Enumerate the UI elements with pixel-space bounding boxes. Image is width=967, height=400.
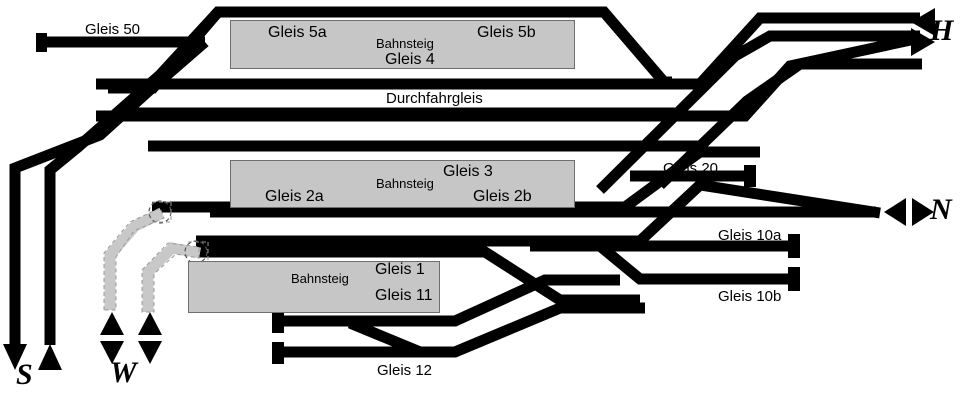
label-gleis-3: Gleis 3 bbox=[443, 163, 493, 180]
arrow-w-left bbox=[100, 312, 124, 364]
label-gleis-11: Gleis 11 bbox=[375, 287, 433, 304]
track-gleis-11-stub bbox=[272, 274, 620, 333]
platform-middle bbox=[230, 160, 575, 208]
arrow-n-left bbox=[884, 198, 906, 226]
label-gleis-5b: Gleis 5b bbox=[477, 24, 536, 41]
label-bahnsteig-top: Bahnsteig bbox=[376, 36, 434, 51]
platform-bottom bbox=[188, 261, 440, 313]
label-gleis-10a: Gleis 10a bbox=[718, 227, 782, 244]
label-direction-s: S bbox=[16, 358, 33, 391]
track-gleis-10a bbox=[530, 234, 800, 258]
label-gleis-4: Gleis 4 bbox=[385, 51, 435, 68]
track-right-rising-a bbox=[596, 30, 920, 194]
arrow-w-right bbox=[138, 312, 162, 364]
track-gleis-10b bbox=[596, 241, 800, 291]
arrow-s-down bbox=[3, 344, 27, 370]
label-bahnsteig-bottom: Bahnsteig bbox=[291, 271, 349, 286]
label-gleis-5a: Gleis 5a bbox=[268, 24, 327, 41]
track-gleis-1-11 bbox=[196, 246, 640, 306]
track-gleis-12 bbox=[272, 302, 645, 364]
arrow-s-up bbox=[38, 344, 62, 370]
track-through-lower bbox=[115, 107, 700, 152]
label-gleis-2a: Gleis 2a bbox=[265, 188, 324, 205]
label-gleis-50: Gleis 50 bbox=[85, 21, 141, 38]
label-gleis-20: Gleis 20 bbox=[663, 160, 719, 177]
track-right-rising-b bbox=[656, 58, 922, 189]
track-gleis-50 bbox=[36, 33, 205, 52]
platform-top bbox=[230, 20, 575, 69]
label-direction-w: W bbox=[110, 356, 137, 389]
track-gleis-12-crossover bbox=[347, 317, 423, 358]
label-gleis-1: Gleis 1 bbox=[375, 261, 425, 278]
arrow-h-upper bbox=[911, 8, 935, 36]
arrow-h-lower bbox=[911, 28, 935, 56]
label-durchfahrgleis: Durchfahrgleis bbox=[386, 90, 483, 107]
track-left-diagonal-inner bbox=[44, 8, 223, 345]
label-direction-n: N bbox=[930, 193, 952, 226]
label-bahnsteig-middle: Bahnsteig bbox=[376, 176, 434, 191]
label-gleis-10b: Gleis 10b bbox=[718, 288, 782, 305]
ghost-track-left bbox=[103, 200, 172, 311]
label-gleis-12: Gleis 12 bbox=[377, 362, 433, 379]
label-gleis-2b: Gleis 2b bbox=[473, 188, 532, 205]
track-gleis-20 bbox=[630, 165, 756, 187]
arrow-n-right bbox=[912, 198, 934, 226]
label-direction-h: H bbox=[930, 14, 954, 47]
